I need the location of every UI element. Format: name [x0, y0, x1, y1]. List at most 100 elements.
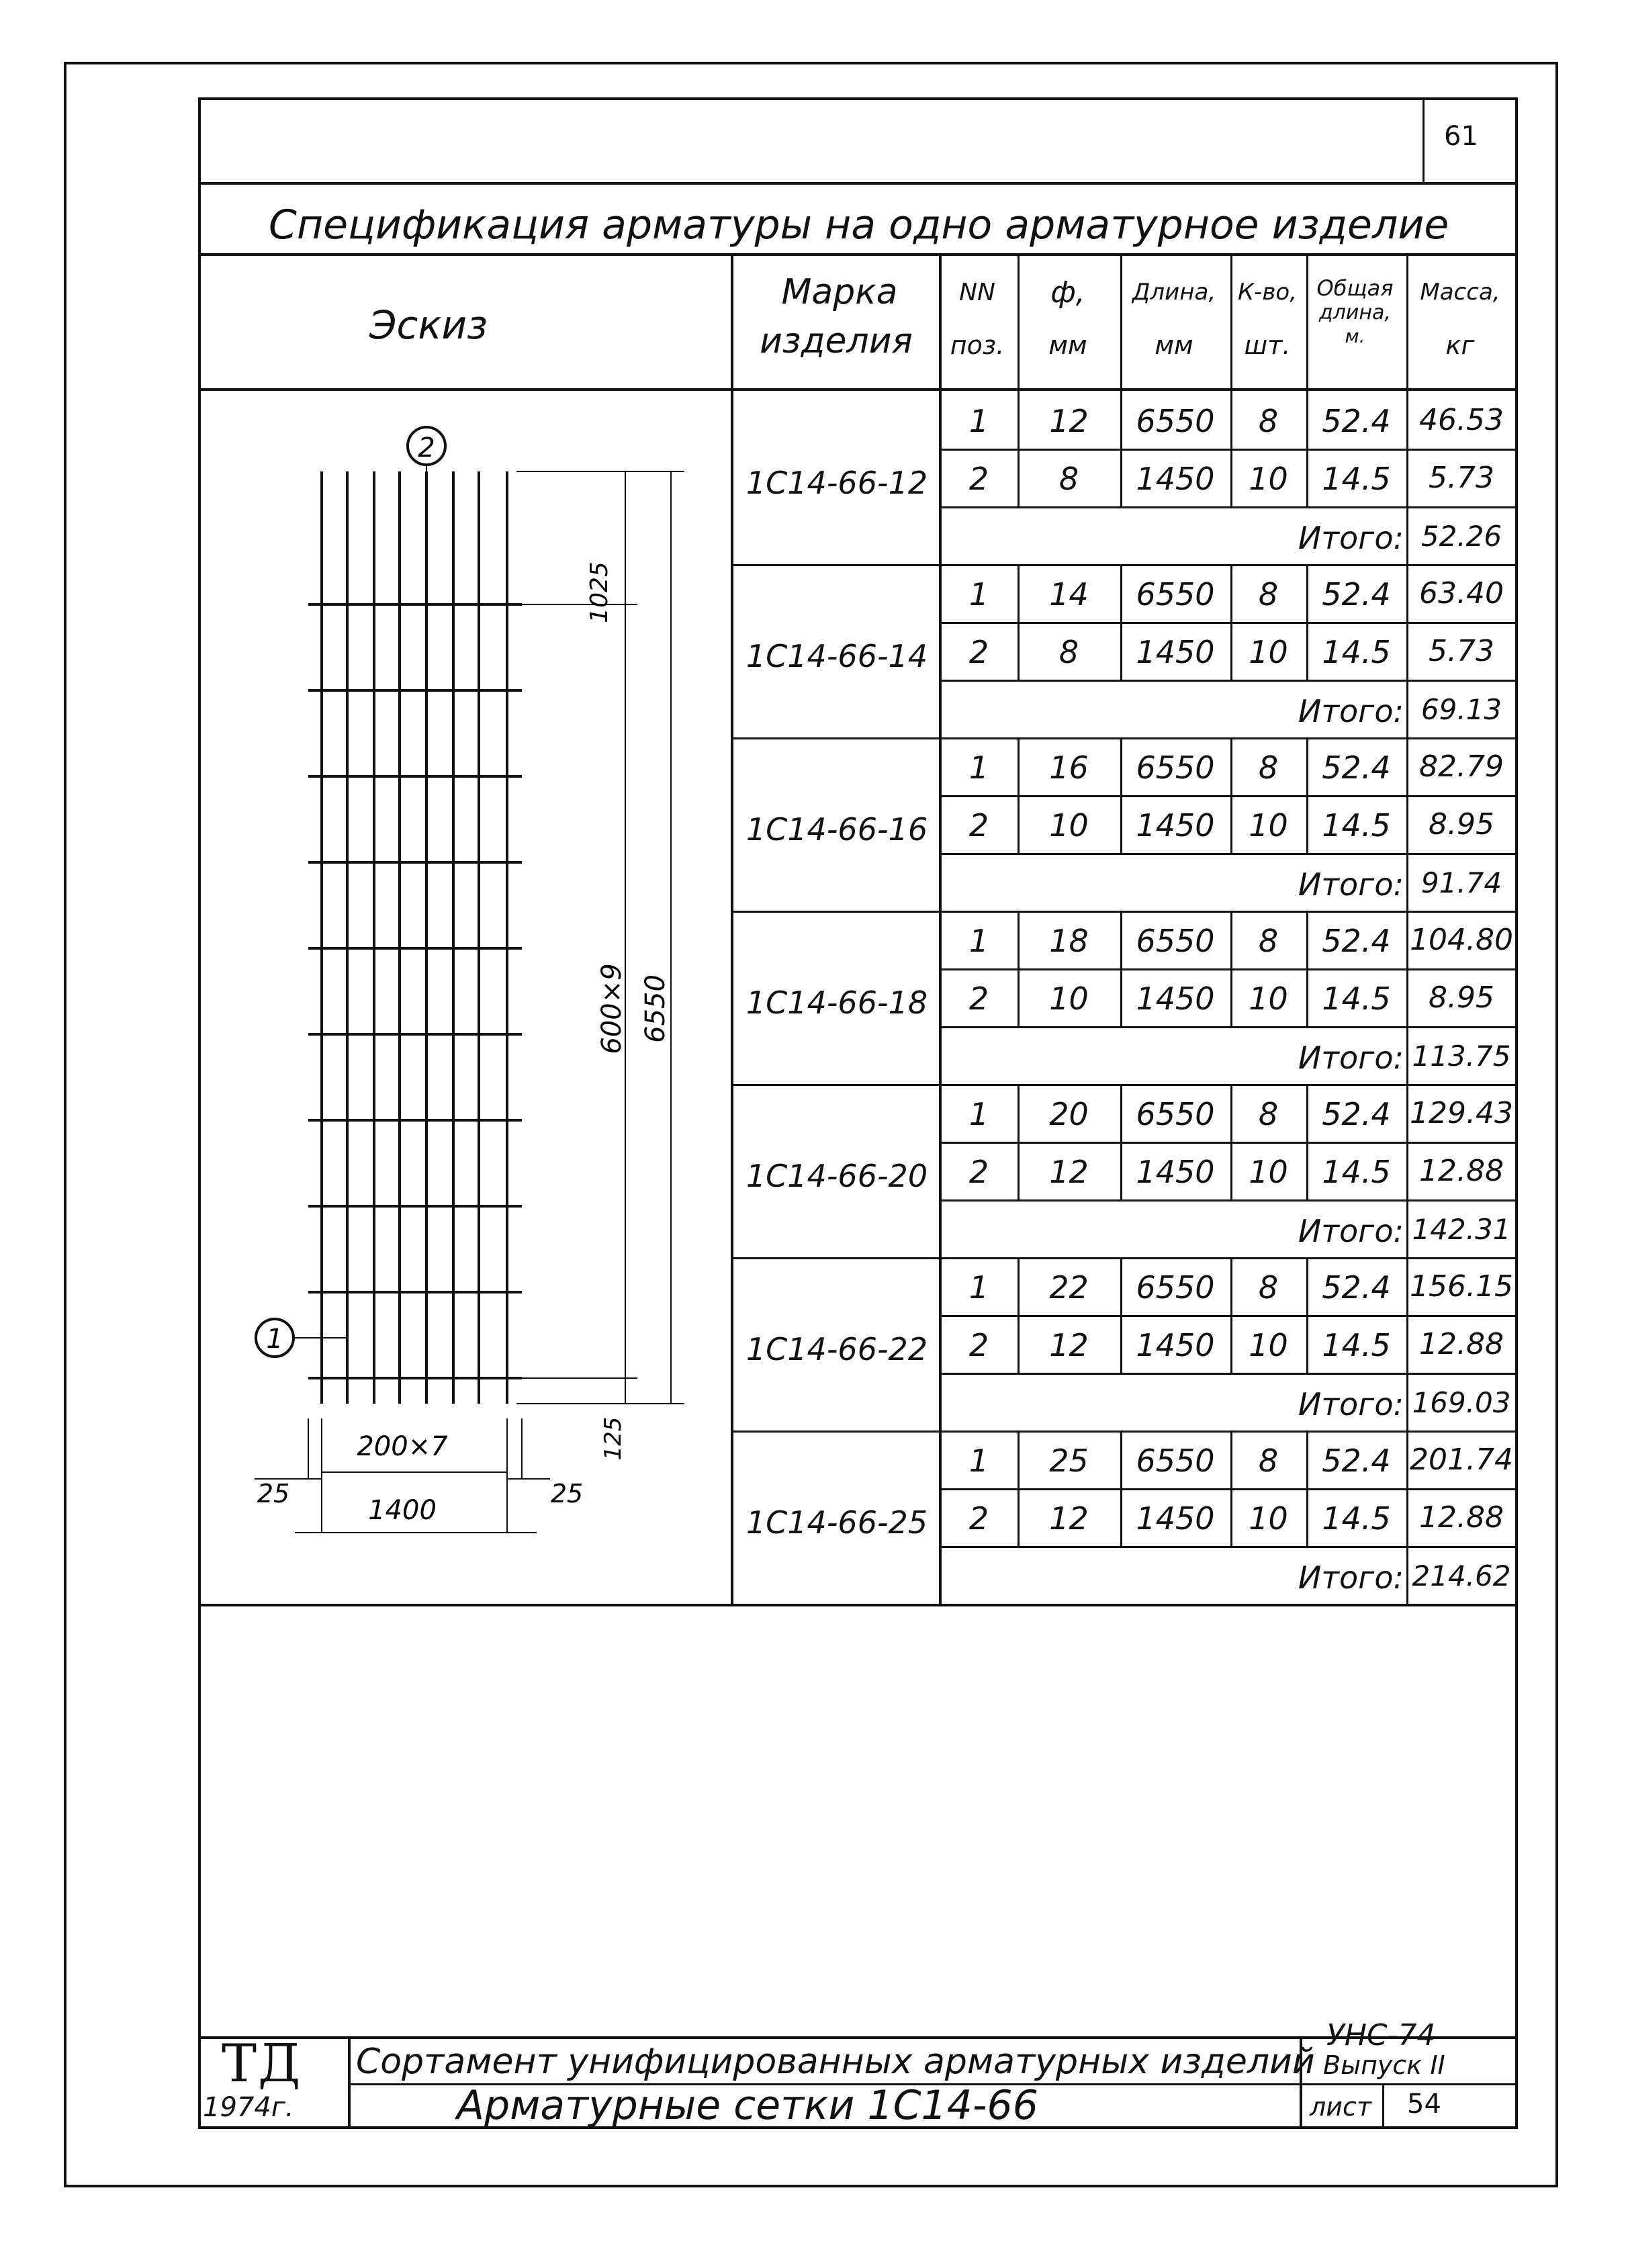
header-top-line: [198, 253, 1518, 256]
cell-value: 52.4: [1322, 750, 1391, 786]
col-divider: [1306, 1084, 1308, 1142]
total-value: 52.26: [1420, 520, 1502, 553]
cell-value: 52.4: [1322, 923, 1391, 959]
product-mark: 1С14-66-20: [746, 1158, 928, 1194]
col-divider: [1120, 1315, 1122, 1373]
col-divider: [1406, 1257, 1408, 1315]
col-divider: [1306, 795, 1308, 853]
cell-value: 8: [1258, 750, 1279, 786]
stamp-issue: Выпуск II: [1323, 2050, 1445, 2080]
product-mark: 1С14-66-22: [746, 1331, 928, 1367]
row-divider: [940, 1315, 1517, 1317]
stamp-top-line: [198, 2036, 1518, 2039]
total-value: 142.31: [1412, 1213, 1511, 1246]
stamp-series-code: УНС-74: [1326, 2018, 1436, 2052]
outer-border-top: [64, 62, 1558, 64]
total-label: Итого:: [1298, 1213, 1404, 1249]
col-divider: [1306, 391, 1308, 449]
col-divider: [1230, 968, 1232, 1026]
col-divider: [1230, 795, 1232, 853]
cell-value: 6550: [1136, 403, 1215, 439]
header-total-length-1: Общая: [1316, 275, 1394, 301]
top-number-divider: [1422, 97, 1425, 183]
cell-value: 6550: [1136, 1096, 1215, 1132]
stamp-series-title: Сортамент унифицированных арматурных изд…: [356, 2042, 1315, 2082]
col-divider: [1306, 1142, 1308, 1199]
col-divider: [1230, 737, 1232, 795]
total-divider: [1406, 1026, 1408, 1084]
cell-value: 2: [968, 1154, 989, 1190]
dimension-edge-left: 25: [257, 1479, 289, 1508]
row-divider: [940, 1488, 1517, 1490]
col-divider: [1120, 1431, 1122, 1488]
total-row-top: [940, 1373, 1517, 1375]
cell-value: 82.79: [1419, 750, 1504, 784]
col-divider: [1018, 1488, 1020, 1546]
cell-value: 12.88: [1419, 1500, 1504, 1535]
col-divider: [1230, 1142, 1232, 1199]
cell-value: 1450: [1136, 981, 1215, 1017]
header-mark-2: изделия: [760, 321, 913, 361]
col-divider: [1306, 911, 1308, 968]
cell-value: 2: [968, 634, 989, 670]
table-bottom-line: [198, 1604, 1518, 1606]
col-divider: [1230, 391, 1232, 449]
stamp-sheet-title: Арматурные сетки 1С14-66: [457, 2082, 1038, 2129]
col-divider: [1406, 449, 1408, 506]
cell-value: 6550: [1136, 923, 1215, 959]
cell-value: 8: [1258, 403, 1279, 439]
cell-value: 1450: [1136, 634, 1215, 670]
header-col-divider: [1018, 253, 1020, 391]
col-divider: [1230, 564, 1232, 622]
cell-value: 10: [1049, 981, 1089, 1017]
cell-value: 18: [1049, 923, 1089, 959]
col-divider: [1018, 391, 1020, 449]
row-divider: [940, 968, 1517, 970]
dimension-span: 600×9: [596, 963, 627, 1054]
header-qty-1: К-во,: [1237, 279, 1298, 306]
total-row-top: [940, 506, 1517, 508]
cell-value: 14.5: [1322, 1154, 1391, 1190]
header-mass-2: кг: [1445, 330, 1475, 360]
col-divider: [1406, 911, 1408, 968]
col-divider: [1018, 449, 1020, 506]
cell-value: 2: [968, 1327, 989, 1363]
col-divider: [1406, 737, 1408, 795]
block-divider: [733, 1257, 1517, 1259]
stamp-sheet-label: лист: [1310, 2092, 1372, 2122]
cell-value: 14.5: [1322, 807, 1391, 844]
total-label: Итого:: [1298, 693, 1404, 729]
col-divider: [1018, 911, 1020, 968]
cell-value: 22: [1049, 1269, 1089, 1306]
col-divider: [1406, 968, 1408, 1026]
dimension-bottom: 125: [600, 1417, 627, 1461]
cell-value: 2: [968, 981, 989, 1017]
cell-value: 8: [1258, 1096, 1279, 1132]
cell-value: 25: [1049, 1443, 1089, 1479]
cell-value: 16: [1049, 750, 1089, 786]
outer-border-bottom: [64, 2185, 1558, 2187]
col-divider: [1306, 449, 1308, 506]
cell-value: 201.74: [1410, 1443, 1513, 1477]
col-divider: [1120, 449, 1122, 506]
header-diam-2: мм: [1048, 330, 1087, 360]
dimension-width: 1400: [368, 1495, 437, 1526]
stamp-sheet-number: 54: [1407, 2089, 1441, 2120]
cell-value: 10: [1249, 634, 1288, 670]
col-divider: [1018, 1431, 1020, 1488]
col-divider: [1306, 564, 1308, 622]
cell-value: 5.73: [1429, 461, 1494, 495]
col-divider: [1406, 391, 1408, 449]
cell-value: 52.4: [1322, 576, 1391, 613]
cell-value: 52.4: [1322, 1269, 1391, 1306]
cell-value: 10: [1249, 1327, 1288, 1363]
cell-value: 14: [1049, 576, 1089, 613]
col-divider: [1230, 1084, 1232, 1142]
col-divider: [1306, 1431, 1308, 1488]
stamp-year: 1974г.: [203, 2092, 294, 2123]
header-qty-2: шт.: [1244, 330, 1291, 360]
col-divider: [1406, 622, 1408, 680]
dimension-total: 6550: [640, 974, 671, 1043]
mesh-sketch: 2 1 1025 600×9 6550 125 200×7 1400 25 25: [255, 426, 684, 1533]
cell-value: 52.4: [1322, 1443, 1391, 1479]
